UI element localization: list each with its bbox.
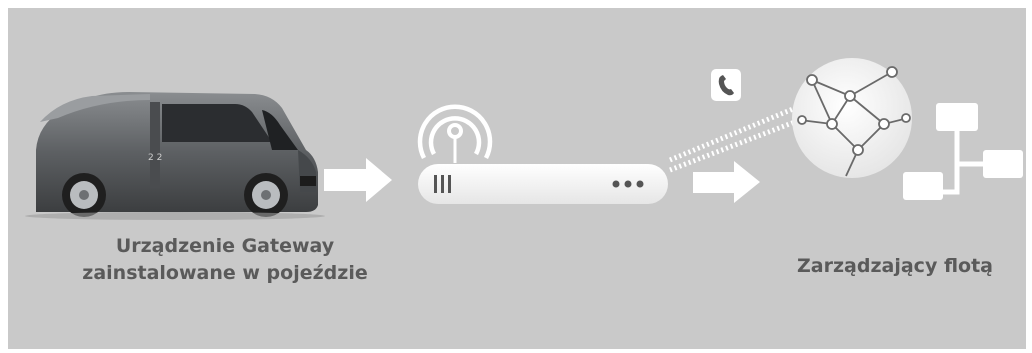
left-caption: Urządzenie Gateway zainstalowane w pojeź… <box>40 233 410 287</box>
left-caption-line2: zainstalowane w pojeździe <box>40 260 410 287</box>
left-caption-line1: Urządzenie Gateway <box>40 233 410 260</box>
wifi-signal-icon <box>420 107 490 163</box>
gateway-device-icon <box>418 164 668 204</box>
van-icon: 2 2 <box>25 92 325 220</box>
org-chart-icon <box>903 103 1023 200</box>
arrow-right-icon <box>324 158 392 202</box>
right-caption: Zarządzający flotą <box>760 253 1030 280</box>
signal-beams <box>670 104 805 170</box>
globe-network-icon <box>792 58 912 178</box>
phone-icon <box>711 69 741 101</box>
arrow-right-icon <box>693 161 760 203</box>
svg-text:2 2: 2 2 <box>148 153 162 163</box>
